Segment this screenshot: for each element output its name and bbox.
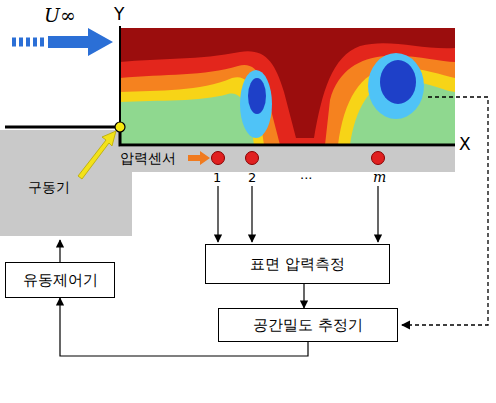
callout-number: ... [300,168,312,181]
axis-label: X [459,136,471,153]
contour-plot [120,28,455,145]
sensor-dot [372,152,385,165]
sensor-signal [217,186,218,242]
callout-number: 2 [248,171,256,184]
sensor-arrow [188,151,210,165]
flow-feedback [402,97,488,325]
process-box: 유동제어기 [5,262,115,298]
axis-label: Y [114,6,124,23]
step-wall [5,127,455,145]
box-text: 공간밀도 추정기 [245,316,371,335]
box-text: 유동제어기 [15,271,106,290]
part-label: 구동기 [28,180,70,194]
sensor-dot [212,152,225,165]
sensor-signal [377,186,378,242]
connector-arrow [303,284,304,308]
sensor-dot [246,152,259,165]
actuator-arrow [78,131,116,179]
freestream-dash [12,38,46,47]
freestream-arrow [48,28,113,56]
freestream-label: U∞ [44,6,76,25]
callout-number: m [373,170,386,184]
box-text: 표면 압력측정 [242,255,353,274]
y-axis [119,26,121,127]
part-label: 압력센서 [120,151,176,165]
sensor-signal [251,186,252,242]
callout-number: 1 [213,171,221,184]
control-signal [59,240,60,262]
process-box: 공간밀도 추정기 [218,308,398,342]
process-box: 표면 압력측정 [205,244,390,284]
